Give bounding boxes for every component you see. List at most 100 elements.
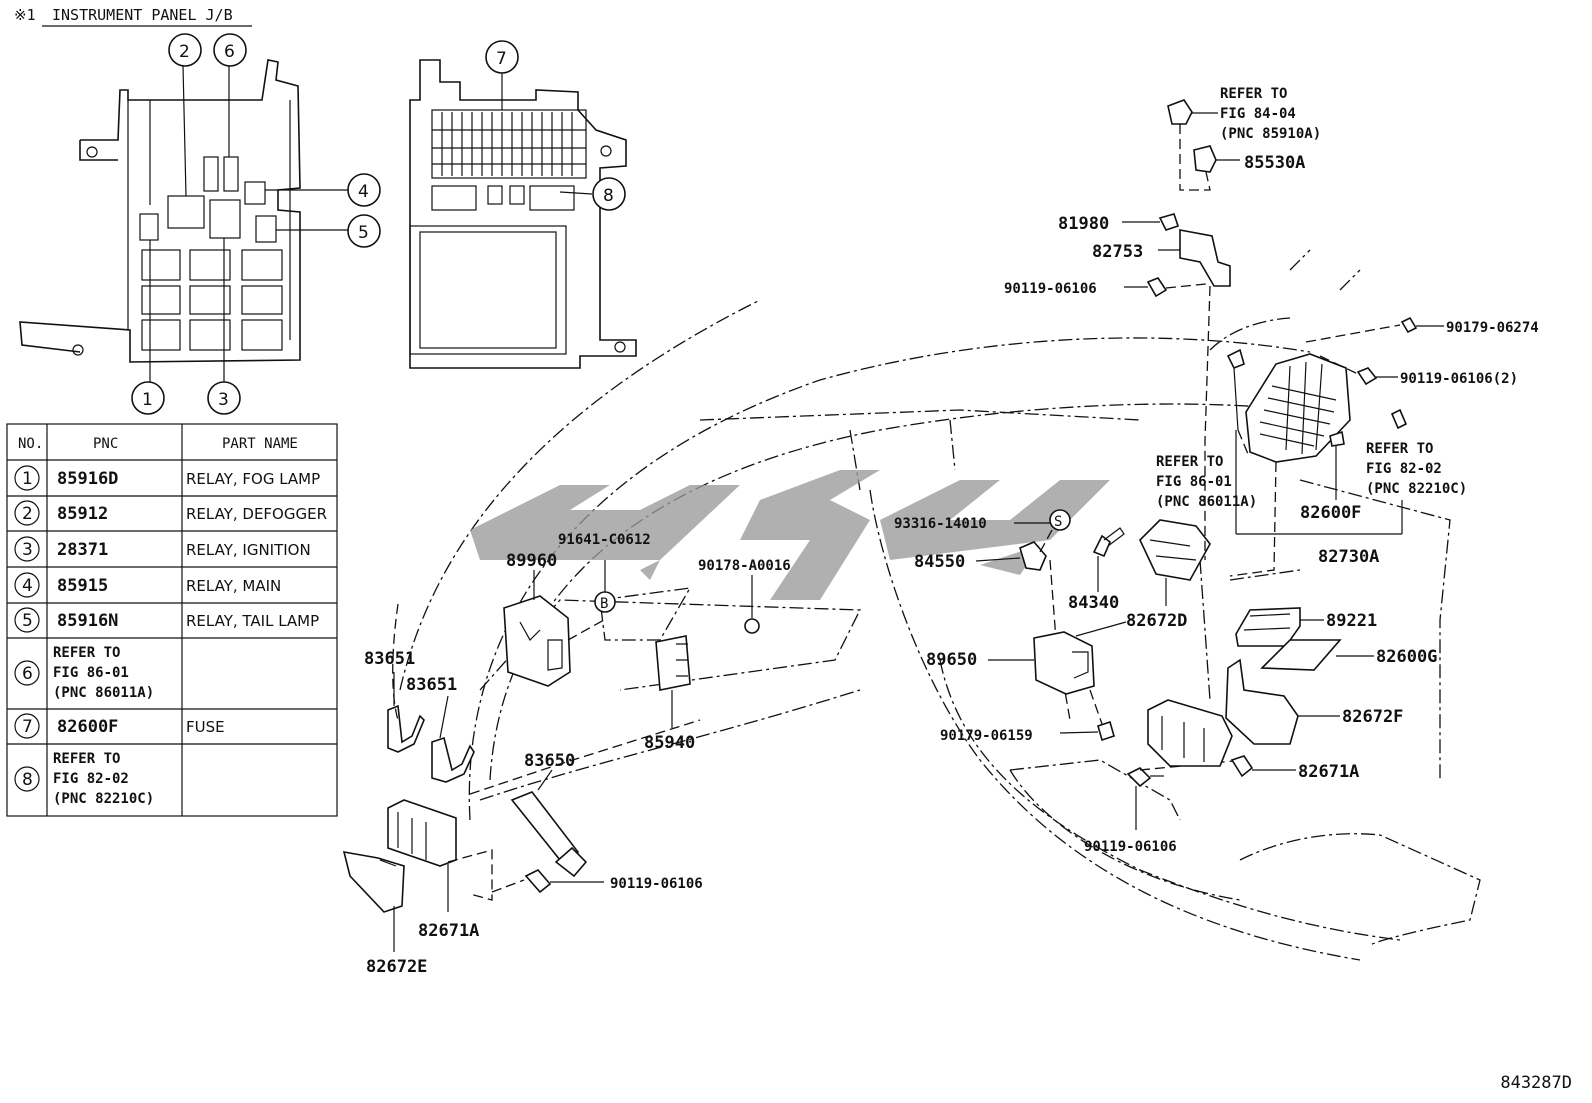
ref-line: (PNC 85910A) — [1220, 126, 1321, 142]
column-header-no: NO. — [18, 436, 43, 452]
header-title: INSTRUMENT PANEL J/B — [52, 6, 233, 24]
part-label: 85530A — [1244, 153, 1305, 173]
row-pnc: 85916D — [57, 469, 118, 489]
row-ref-line: (PNC 86011A) — [53, 685, 154, 701]
part-label: 82671A — [418, 921, 479, 941]
part-label: 90119-06106 — [1004, 281, 1097, 297]
part-label: 90179-06159 — [940, 728, 1033, 744]
table-row: 7 82600F FUSE — [14, 713, 225, 739]
row-ref-line: REFER TO — [53, 645, 120, 661]
row-no: 7 — [22, 717, 33, 737]
table-row: 5 85916N RELAY, TAIL LAMP — [14, 607, 319, 633]
watermark-logo — [470, 470, 1110, 600]
part-label: 84340 — [1068, 593, 1119, 613]
part-label: 85940 — [644, 733, 695, 753]
ref-line: REFER TO — [1220, 86, 1287, 102]
ref-line: (PNC 86011A) — [1156, 494, 1257, 510]
junction-block-front — [19, 59, 350, 384]
center-parts — [503, 509, 1245, 830]
row-no: 1 — [22, 469, 33, 489]
row-part-name: RELAY, FOG LAMP — [186, 470, 320, 488]
marker-s: S — [1054, 514, 1062, 530]
table-row: 2 85912 RELAY, DEFOGGER — [14, 500, 327, 526]
table-row: 1 85916D RELAY, FOG LAMP — [14, 465, 320, 491]
row-no: 8 — [22, 770, 33, 790]
reference-notes: REFER TO FIG 84-04 (PNC 85910A) REFER TO… — [1156, 86, 1467, 510]
row-pnc: 85916N — [57, 611, 118, 631]
part-label: 82730A — [1318, 547, 1379, 567]
ref-line: FIG 86-01 — [1156, 474, 1232, 490]
table-row: 6 REFER TO FIG 86-01 (PNC 86011A) — [14, 645, 154, 701]
part-label: 90119-06106(2) — [1400, 371, 1518, 387]
part-label: 90119-06106 — [610, 876, 703, 892]
row-ref-line: REFER TO — [53, 751, 120, 767]
ref-line: FIG 84-04 — [1220, 106, 1296, 122]
callout-6: 6 — [224, 42, 235, 62]
part-label: 81980 — [1058, 214, 1109, 234]
row-no: 3 — [22, 540, 33, 560]
row-pnc: 85915 — [57, 576, 108, 596]
part-label: 82600G — [1376, 647, 1437, 667]
row-no: 4 — [22, 576, 33, 596]
part-label: 83651 — [406, 675, 457, 695]
callout-2: 2 — [179, 42, 190, 62]
callout-7: 7 — [496, 49, 507, 69]
ref-line: (PNC 82210C) — [1366, 481, 1467, 497]
table-row: 8 REFER TO FIG 82-02 (PNC 82210C) — [14, 751, 154, 807]
row-no: 2 — [22, 504, 33, 524]
part-label: 82672D — [1126, 611, 1187, 631]
marker-letters: S B — [600, 514, 1062, 612]
part-label: 82671A — [1298, 762, 1359, 782]
callout-circles: 1 2 3 4 5 6 7 8 — [131, 33, 626, 415]
dashboard-outline — [399, 249, 1481, 961]
part-label: 82672E — [366, 957, 427, 977]
parts-table: NO. PNC PART NAME 1 85916D RELAY, FOG LA… — [6, 423, 338, 817]
part-label: 93316-14010 — [894, 516, 987, 532]
part-label: 84550 — [914, 552, 965, 572]
part-label: 90179-06274 — [1446, 320, 1539, 336]
column-header-pnc: PNC — [93, 436, 118, 452]
row-part-name: RELAY, MAIN — [186, 577, 281, 595]
part-label: 89221 — [1326, 611, 1377, 631]
right-parts — [1122, 99, 1444, 778]
marker-b: B — [600, 596, 608, 612]
section-header: ※1 INSTRUMENT PANEL J/B — [14, 6, 252, 27]
part-label: 82753 — [1092, 242, 1143, 262]
row-pnc: 82600F — [57, 717, 118, 737]
row-part-name: RELAY, IGNITION — [186, 541, 311, 559]
row-ref-line: (PNC 82210C) — [53, 791, 154, 807]
callout-3: 3 — [218, 390, 229, 410]
part-label: 89960 — [506, 551, 557, 571]
callout-8: 8 — [603, 186, 614, 206]
row-ref-line: FIG 82-02 — [53, 771, 129, 787]
left-parts — [342, 603, 701, 952]
table-row: 4 85915 RELAY, MAIN — [14, 572, 281, 598]
row-no: 6 — [22, 664, 33, 684]
column-header-part-name: PART NAME — [222, 436, 298, 452]
ref-line: REFER TO — [1366, 441, 1433, 457]
part-label: 83651 — [364, 649, 415, 669]
header-mark: ※1 — [14, 6, 36, 24]
part-label: 90178-A0016 — [698, 558, 791, 574]
junction-block-rear — [409, 59, 637, 369]
part-label: 90119-06106 — [1084, 839, 1177, 855]
callout-4: 4 — [358, 182, 369, 202]
row-part-name: FUSE — [186, 718, 225, 736]
row-pnc: 85912 — [57, 504, 108, 524]
ref-line: FIG 82-02 — [1366, 461, 1442, 477]
part-labels: 83651 83651 83650 82671A 82672E 90119-06… — [364, 153, 1539, 977]
row-ref-line: FIG 86-01 — [53, 665, 129, 681]
callout-1: 1 — [142, 390, 153, 410]
row-part-name: RELAY, TAIL LAMP — [186, 612, 319, 630]
part-label: 82600F — [1300, 503, 1361, 523]
row-no: 5 — [22, 611, 33, 631]
part-label: 83650 — [524, 751, 575, 771]
part-label: 82672F — [1342, 707, 1403, 727]
diagram-code: 843287D — [1500, 1073, 1572, 1093]
part-label: 89650 — [926, 650, 977, 670]
row-part-name: RELAY, DEFOGGER — [186, 505, 327, 523]
part-label: 91641-C0612 — [558, 532, 651, 548]
row-pnc: 28371 — [57, 540, 108, 560]
